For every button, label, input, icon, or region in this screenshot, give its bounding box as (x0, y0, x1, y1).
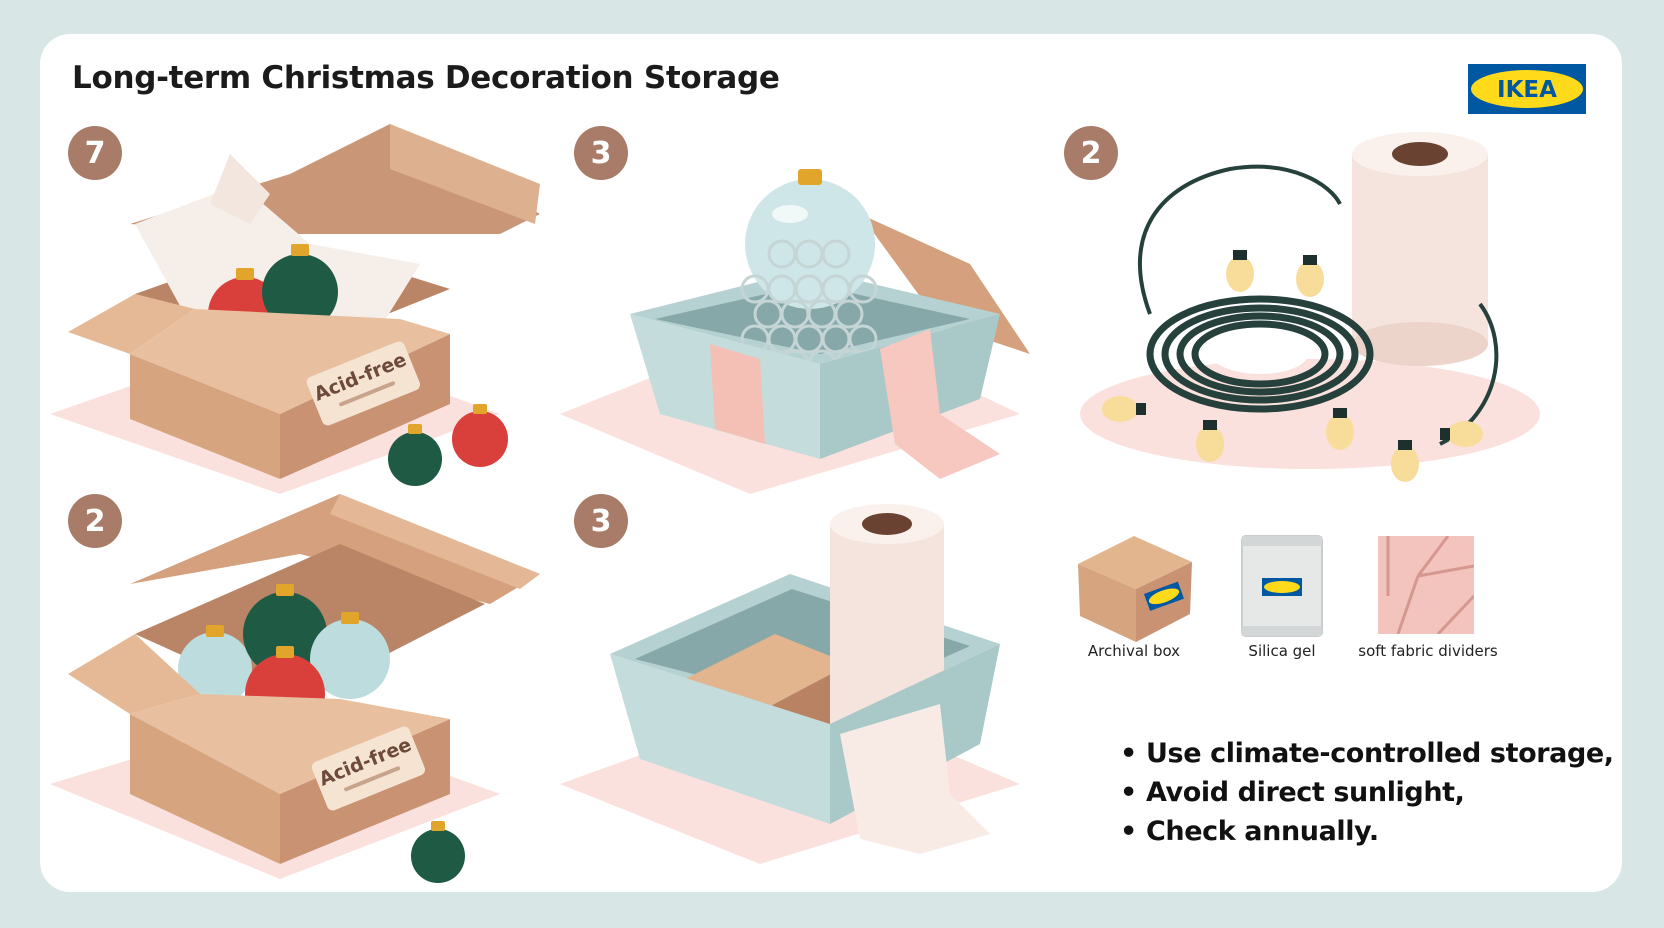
silica-gel-icon (1241, 535, 1323, 637)
string-lights-illustration (1080, 132, 1540, 482)
storage-tips-list: •Use climate-controlled storage, •Avoid … (1120, 734, 1614, 851)
step-badge-3: 2 (1064, 126, 1118, 180)
product-label-silica-gel: Silica gel (1248, 642, 1316, 660)
bubble-wrap-bin-illustration (560, 169, 1030, 494)
tip-item: •Use climate-controlled storage, (1120, 738, 1614, 769)
acid-free-box-illustration: Acid-free (50, 124, 540, 494)
bin-paper-roll-illustration (560, 504, 1020, 864)
ikea-logo: IKEA (1468, 64, 1586, 114)
tip-item: •Avoid direct sunlight, (1120, 777, 1465, 808)
ornament-box-illustration: Acid-free (50, 494, 540, 883)
product-label-archival-box: Archival box (1087, 642, 1181, 660)
product-label-fabric-dividers: soft fabric dividers (1358, 642, 1498, 660)
page-title: Long-term Christmas Decoration Storage (72, 60, 780, 96)
step-badge-2: 3 (574, 126, 628, 180)
green-ornament (262, 254, 338, 330)
tip-item: •Check annually. (1120, 816, 1379, 847)
fabric-dividers-icon (1378, 536, 1474, 634)
step-badge-1: 7 (68, 126, 122, 180)
infographic-card: Long-term Christmas Decoration Storage I… (40, 34, 1622, 892)
step-badge-4: 2 (68, 494, 122, 548)
step-badge-5: 3 (574, 494, 628, 548)
logo-text: IKEA (1497, 77, 1557, 103)
archival-box-icon (1078, 536, 1192, 642)
